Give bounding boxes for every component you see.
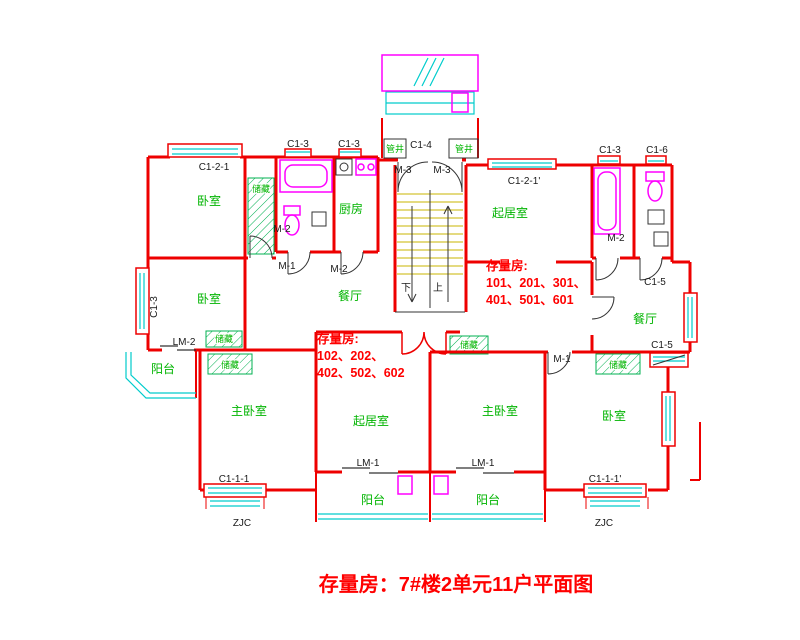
label-room-living-b: 起居室	[353, 413, 389, 428]
outer-walls	[146, 155, 692, 492]
label-pipe-shaft-2: 管井	[455, 143, 473, 154]
label-storage-5: 储藏	[609, 359, 627, 370]
label-code-m1-b: M-1	[553, 354, 571, 365]
label-room-dining-r: 餐厅	[633, 311, 657, 326]
label-code-c13-c: C1-3	[599, 145, 621, 156]
note-right-line2: 101、201、301、	[486, 276, 586, 290]
bathroom-fixtures	[279, 158, 665, 495]
inner-walls	[195, 118, 701, 522]
label-code-m3-b: M-3	[433, 165, 451, 176]
label-code-lm1-a: LM-1	[357, 458, 380, 469]
label-room-kitchen: 厨房	[339, 201, 363, 216]
label-code-c16: C1-6	[646, 145, 668, 156]
label-pipe-shaft-1: 管井	[386, 143, 404, 154]
label-code-lm1-b: LM-1	[472, 458, 495, 469]
note-right-line3: 401、501、601	[486, 293, 574, 307]
note-left-line1: 存量房:	[316, 331, 359, 346]
label-code-c111p: C1-1-1'	[589, 474, 622, 485]
label-room-master-r: 主卧室	[482, 403, 518, 418]
canopy	[381, 54, 479, 113]
label-code-c111: C1-1-1	[219, 474, 250, 485]
label-stair-up: 上	[433, 282, 443, 294]
label-storage-4: 储藏	[460, 339, 478, 350]
pipe-shaft-boxes	[383, 138, 479, 159]
label-code-m3-a: M-3	[394, 165, 412, 176]
label-code-zjc-a: ZJC	[233, 518, 251, 529]
label-storage-3: 储藏	[221, 359, 239, 370]
label-room-bedroom-ml: 卧室	[197, 291, 221, 306]
stair-arrows	[407, 205, 453, 303]
label-code-m2-c: M-2	[330, 264, 348, 275]
label-stair-down: 下	[401, 283, 411, 294]
label-code-c14: C1-4	[410, 140, 432, 151]
label-room-balcony-b1: 阳台	[361, 492, 385, 507]
window-glazing	[139, 57, 693, 507]
note-right-line1: 存量房:	[485, 258, 528, 273]
storage-hatch-areas	[205, 177, 641, 375]
note-left-line2: 102、202、	[317, 349, 384, 363]
label-room-balcony-l: 阳台	[151, 361, 175, 376]
label-code-lm2: LM-2	[173, 337, 196, 348]
bay-window-sills	[205, 497, 649, 509]
red-door-swings	[401, 331, 447, 355]
kitchen-fixtures	[311, 158, 669, 247]
stair-divider	[395, 190, 465, 313]
label-storage-1: 储藏	[252, 183, 270, 194]
label-code-m2-a: M-2	[273, 224, 291, 235]
label-code-c13-d: C1-3	[149, 296, 160, 318]
label-code-m2-b: M-2	[607, 233, 625, 244]
label-code-c15-b: C1-5	[651, 340, 673, 351]
label-code-c121: C1-2-1	[199, 162, 230, 173]
drawing-title: 存量房：7#楼2单元11户平面图	[319, 572, 594, 596]
label-code-c121p: C1-2-1'	[508, 176, 541, 187]
label-room-balcony-b2: 阳台	[476, 492, 500, 507]
label-code-c13-b: C1-3	[338, 139, 360, 150]
label-storage-2: 储藏	[215, 333, 233, 344]
label-room-master-l: 主卧室	[231, 403, 267, 418]
label-code-c15-a: C1-5	[644, 277, 666, 288]
door-swings	[249, 161, 686, 375]
label-room-dining-l: 餐厅	[338, 288, 362, 303]
note-left-line3: 402、502、602	[317, 366, 405, 380]
label-room-bedroom-br: 卧室	[602, 408, 626, 423]
label-code-m1-a: M-1	[278, 261, 296, 272]
label-room-living-ur: 起居室	[492, 205, 528, 220]
balcony-railings	[125, 352, 543, 520]
label-room-bedroom-ul: 卧室	[197, 193, 221, 208]
label-code-c13-a: C1-3	[287, 139, 309, 150]
label-code-zjc-b: ZJC	[595, 518, 613, 529]
sliding-doors	[160, 345, 514, 474]
